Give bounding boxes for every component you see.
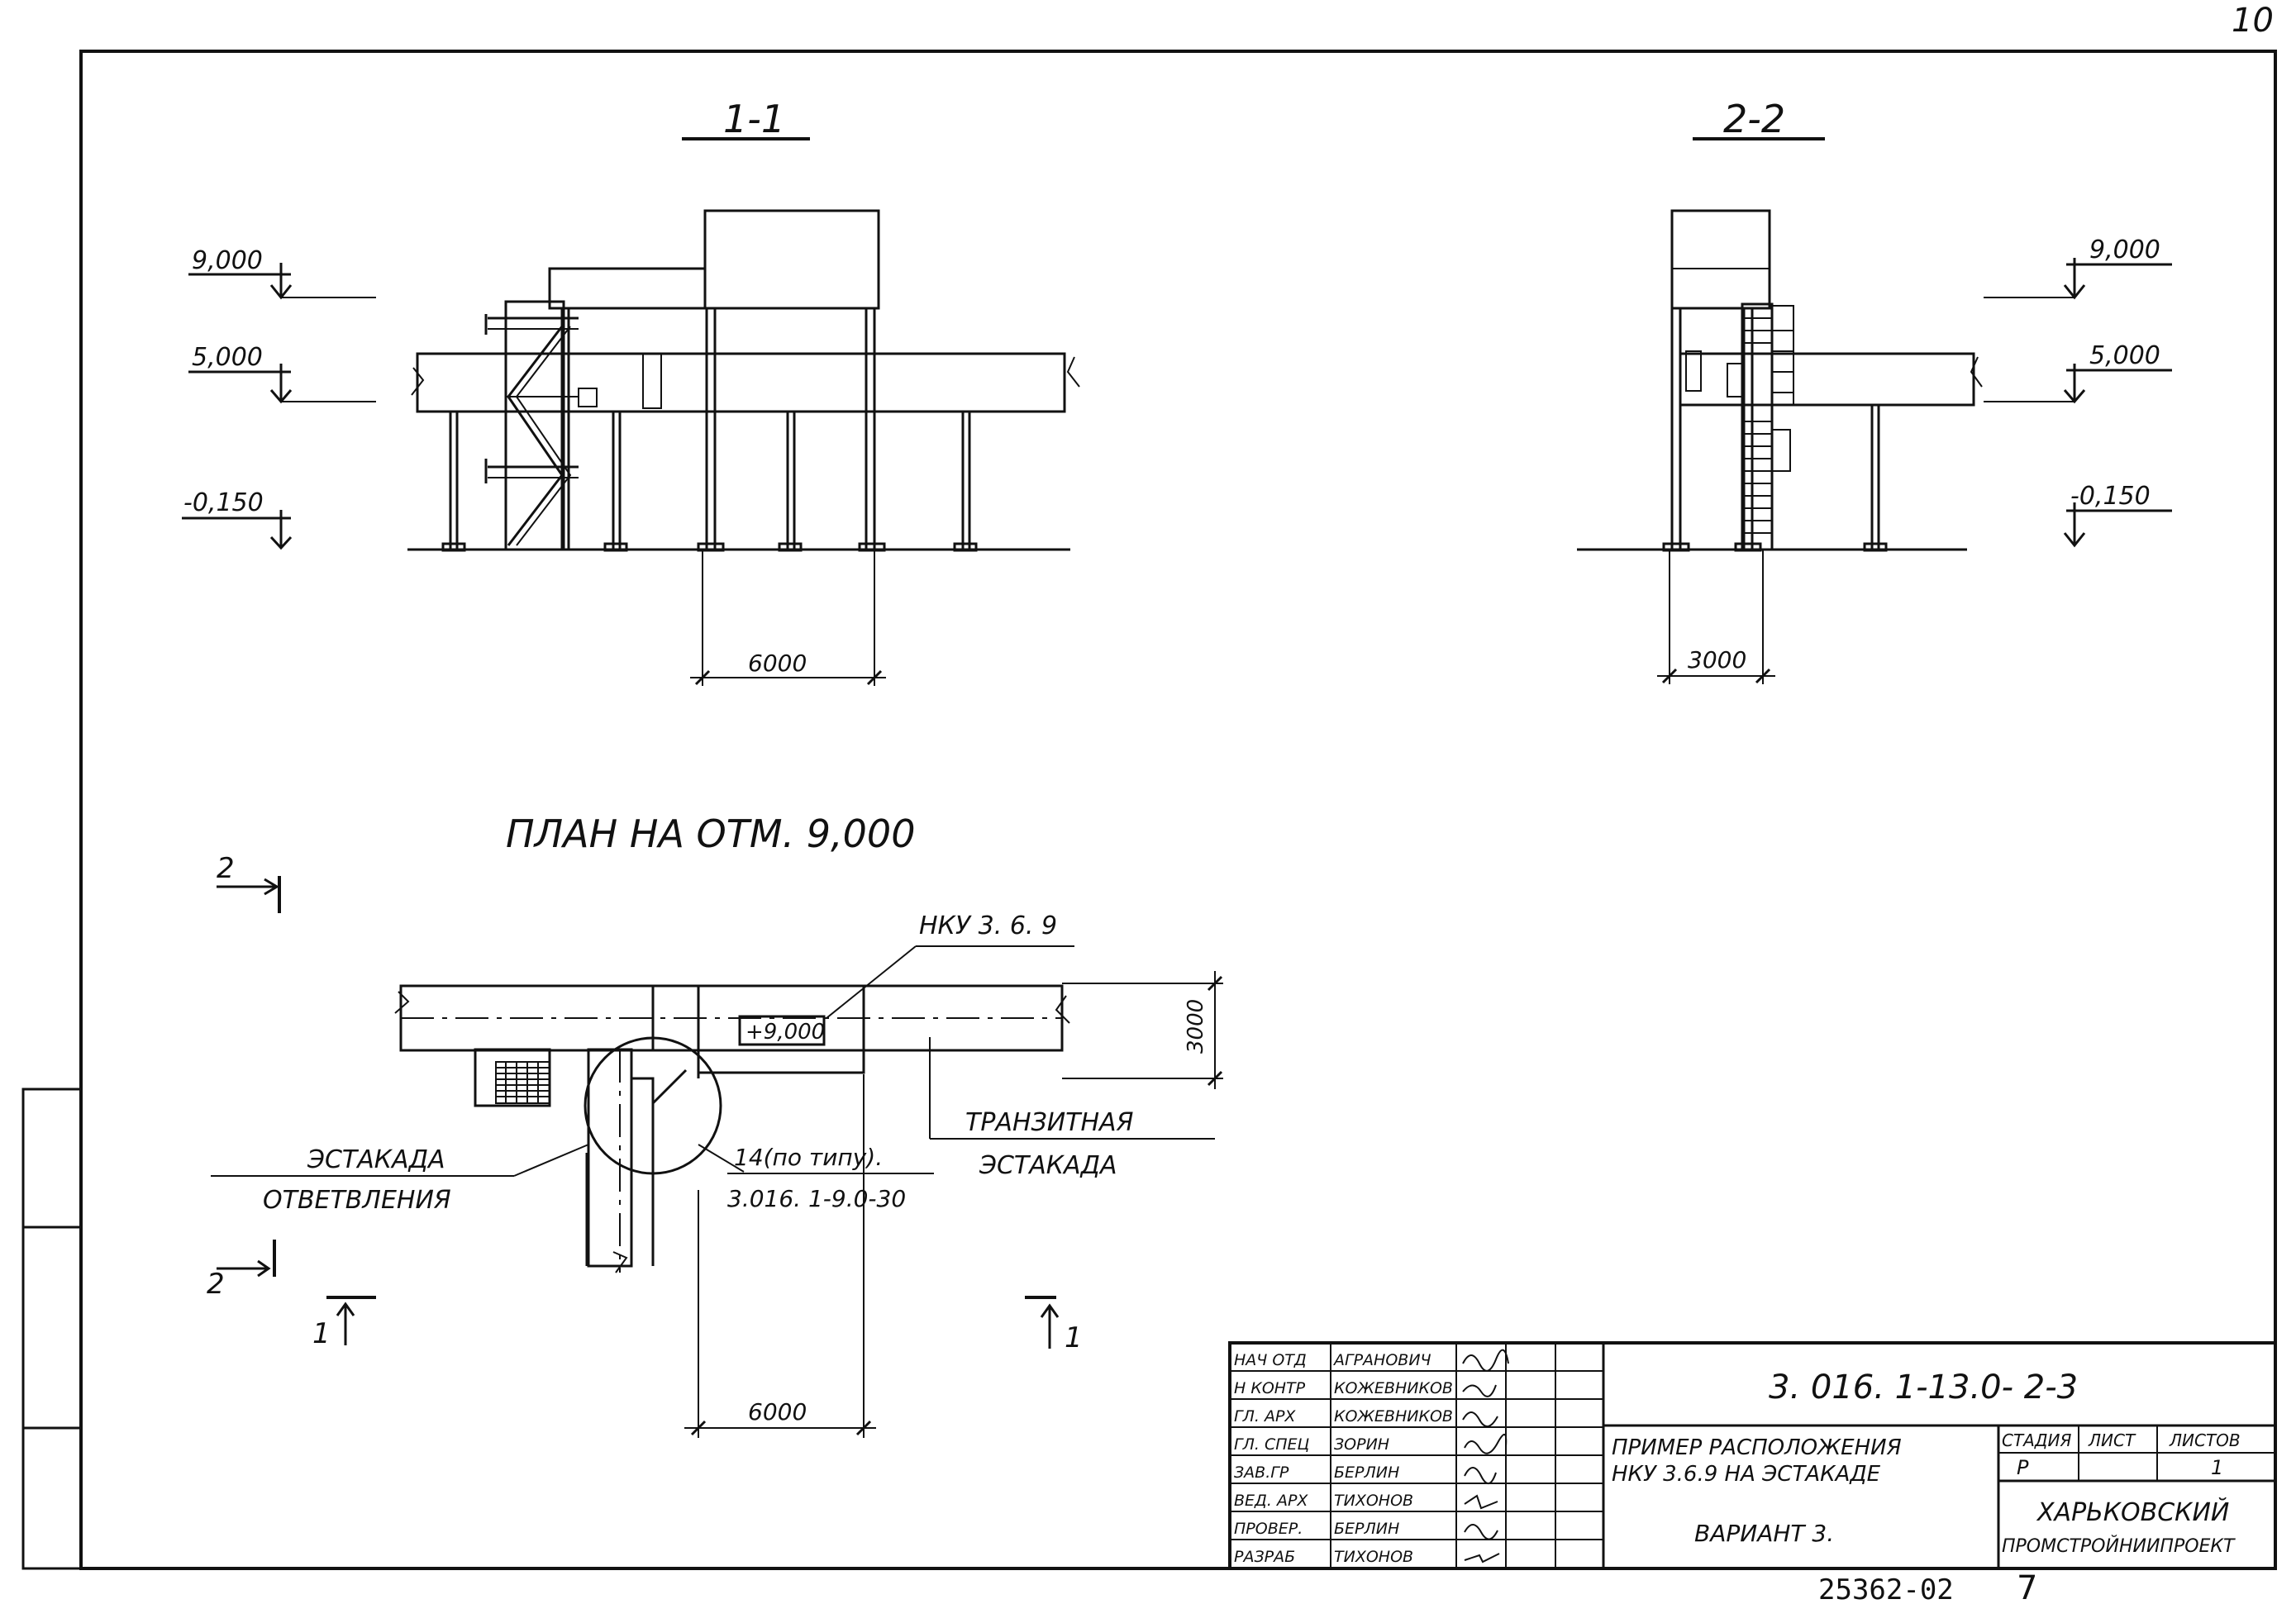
plan-dim-horizontal: 6000 <box>748 1398 807 1426</box>
staff-role: НАЧ ОТД <box>1234 1351 1307 1369</box>
footer-page: 7 <box>2017 1569 2037 1604</box>
staff-name: БЕРЛИН <box>1334 1464 1399 1482</box>
signatures <box>1462 1349 1509 1564</box>
sheet-header: ЛИСТ <box>2088 1430 2136 1450</box>
corner-number: 10 <box>2232 2 2274 40</box>
staff-role: ВЕД. АРХ <box>1234 1492 1308 1510</box>
staff-role: ГЛ. АРХ <box>1234 1407 1296 1426</box>
staff-name: ТИХОНОВ <box>1334 1548 1413 1566</box>
staff-name: БЕРЛИН <box>1334 1520 1399 1538</box>
cut-1-left-label: 1 <box>312 1317 331 1350</box>
staff-name: КОЖЕВНИКОВ <box>1334 1407 1453 1426</box>
level-1-top: 9,000 <box>192 246 263 275</box>
level-marks-2: 9,000 5,000 -0,150 <box>1984 236 2172 548</box>
section-1-1: 1-1 9,000 5,000 -0,150 <box>182 97 1080 686</box>
level-marks-1: 9,000 5,000 -0,150 <box>182 246 376 550</box>
branch-label-1: ЭСТАКАДА <box>307 1145 445 1174</box>
drawing-code: 3. 016. 1-13.0- 2-3 <box>1769 1368 2078 1406</box>
branch-label-2: ОТВЕТВЛЕНИЯ <box>263 1186 451 1215</box>
staff-role: Н КОНТР <box>1234 1379 1306 1397</box>
staff-name: АГРАНОВИЧ <box>1332 1351 1431 1369</box>
plan-dim-vertical: 3000 <box>1184 999 1208 1054</box>
plan-unit-label: НКУ 3. 6. 9 <box>919 911 1057 940</box>
level-1-bottom: -0,150 <box>183 488 264 517</box>
node-label-1: 14(по типу). <box>734 1144 883 1171</box>
staff-role: ГЛ. СПЕЦ <box>1234 1435 1310 1454</box>
level-1-mid: 5,000 <box>192 343 263 372</box>
sheets-header: ЛИСТОВ <box>2169 1430 2241 1450</box>
org-1: ХАРЬКОВСКИЙ <box>2036 1497 2229 1527</box>
staff-name: КОЖЕВНИКОВ <box>1334 1379 1453 1397</box>
plan-elevation-box <box>738 1015 826 1046</box>
title-block: 3. 016. 1-13.0- 2-3 СТАДИЯ ЛИСТ ЛИСТОВ Р… <box>1228 1341 2277 1570</box>
staff-role: РАЗРАБ <box>1234 1548 1295 1566</box>
plan-view: ПЛАН НА ОТМ. 9,000 2 +9,000 НКУ 3. 6. 9 … <box>207 812 1223 1438</box>
node-label-2: 3.016. 1-9.0-30 <box>727 1185 906 1212</box>
section-2-title: 2-2 <box>1723 97 1785 141</box>
dimension-1: 6000 <box>748 650 807 677</box>
cut-1-right-label: 1 <box>1065 1321 1083 1354</box>
section-2-2: 2-2 <box>1577 97 2172 684</box>
level-2-mid: 5,000 <box>2089 341 2160 370</box>
sheets-value: 1 <box>2211 1456 2223 1479</box>
plan-elevation-text: +9,000 <box>745 1020 825 1045</box>
sheet-frame <box>79 50 2277 1570</box>
left-margin-tabs <box>21 1088 83 1570</box>
cut-2-top-label: 2 <box>217 852 235 885</box>
stage-value: Р <box>2017 1456 2029 1479</box>
level-2-top: 9,000 <box>2089 236 2160 264</box>
staff-name: ТИХОНОВ <box>1334 1492 1413 1510</box>
transit-label-1: ТРАНЗИТНАЯ <box>965 1108 1134 1137</box>
plan-title: ПЛАН НА ОТМ. 9,000 <box>506 812 915 856</box>
section-1-title: 1-1 <box>723 97 785 141</box>
footer-number: 25362-02 <box>1818 1573 1954 1604</box>
stage-header: СТАДИЯ <box>2002 1430 2071 1450</box>
description-1: ПРИМЕР РАСПОЛОЖЕНИЯ <box>1612 1435 1902 1460</box>
staff-role: ПРОВЕР. <box>1234 1520 1303 1538</box>
variant: ВАРИАНТ 3. <box>1694 1520 1834 1547</box>
dimension-2: 3000 <box>1688 646 1746 673</box>
org-2: ПРОМСТРОЙНИИПРОЕКТ <box>2002 1535 2236 1557</box>
level-2-bottom: -0,150 <box>2070 482 2151 511</box>
staff-role: ЗАВ.ГР <box>1234 1464 1289 1482</box>
description-2: НКУ 3.6.9 НА ЭСТАКАДЕ <box>1612 1462 1881 1487</box>
cut-2-bottom-label: 2 <box>207 1268 225 1301</box>
staff-name: ЗОРИН <box>1334 1435 1389 1454</box>
transit-label-2: ЭСТАКАДА <box>979 1151 1117 1180</box>
